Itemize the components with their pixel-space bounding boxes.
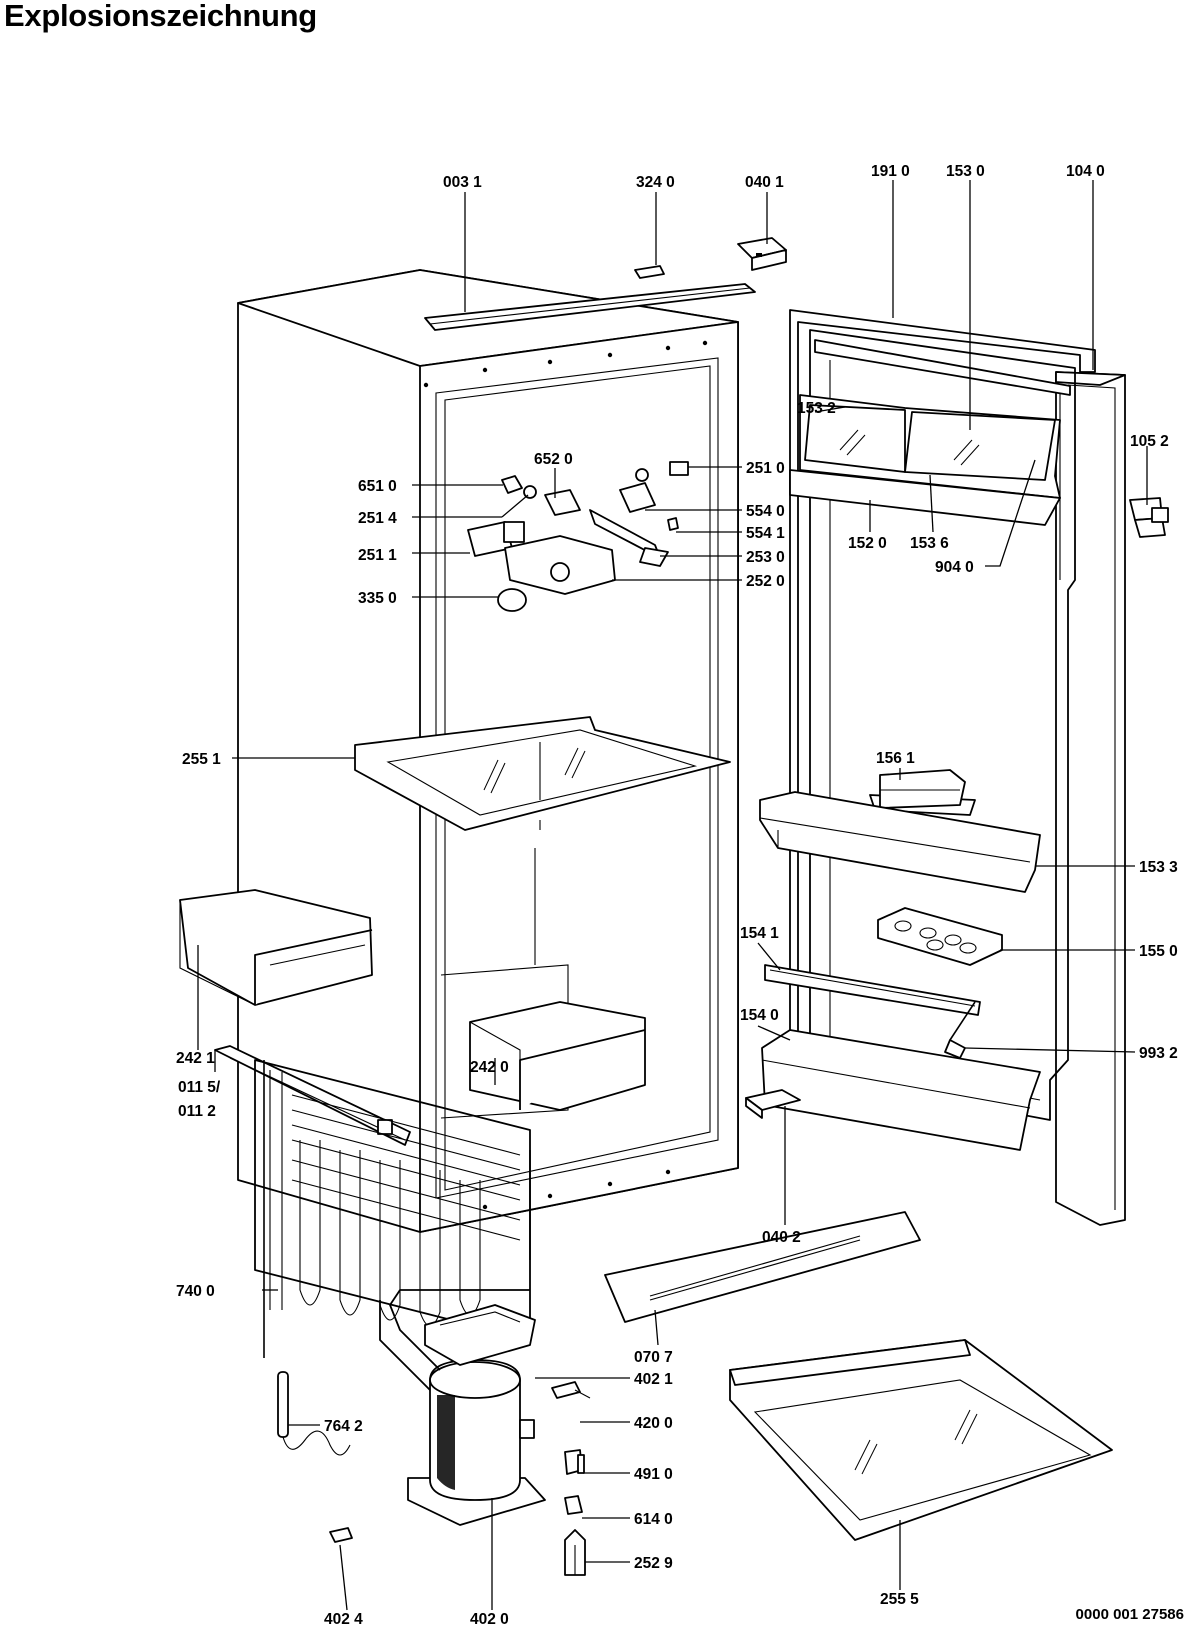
top-clip [634,265,665,279]
part-label: 904 0 [935,559,974,576]
bottle-retainer [764,964,981,1016]
drier-capillary [277,1371,351,1456]
part-label: 324 0 [636,174,675,191]
vegetable-drawer-right [469,1001,646,1111]
part-label: 070 7 [634,1349,673,1366]
part-label: 152 0 [848,535,887,552]
part-label: 420 0 [634,1415,673,1432]
part-label: 154 0 [740,1007,779,1024]
compressor-bracket [424,1304,536,1366]
part-label: 251 4 [358,510,397,527]
part-label: 614 0 [634,1511,673,1528]
part-label: 155 0 [1139,943,1178,960]
part-label: 040 2 [762,1229,801,1246]
hinge-top [737,237,787,271]
part-label: 242 1 [176,1050,215,1067]
clip-402-4 [329,1527,353,1543]
part-label: 156 1 [876,750,915,767]
part-label: 554 0 [746,503,785,520]
part-label: 153 6 [910,535,949,552]
part-label: 491 0 [634,1466,673,1483]
part-label: 003 1 [443,174,482,191]
glass-shelf-lower [729,1339,1113,1541]
part-label: 402 1 [634,1371,673,1388]
thermostat-assembly [467,461,689,612]
part-label: 104 0 [1066,163,1105,180]
compressor [379,1289,546,1526]
relay-420 [551,1381,591,1399]
part-label: 335 0 [358,590,397,607]
part-label: 402 4 [324,1611,363,1628]
document-number: 0000 001 27586 [1075,1606,1184,1623]
part-label: 651 0 [358,478,397,495]
part-label: 740 0 [176,1283,215,1300]
grommet-614 [564,1495,583,1515]
part-label: 251 0 [746,460,785,477]
glass-shelf-upper [354,716,731,831]
part-labels: 003 1 324 0 040 1 191 0 153 0 104 0 153 … [176,163,1178,1628]
door-shelf-upper [759,791,1041,893]
part-label: 652 0 [534,451,573,468]
part-label: 255 1 [182,751,221,768]
part-label: 251 1 [358,547,397,564]
clip-252-9 [564,1529,586,1576]
part-label: 191 0 [871,163,910,180]
vegetable-drawer-left [179,889,373,1006]
part-label: 554 1 [746,525,785,542]
part-label: 011 2 [178,1103,216,1120]
condenser [254,1059,531,1358]
part-label: 252 9 [634,1555,673,1572]
part-label: 153 3 [1139,859,1178,876]
part-label: 252 0 [746,573,785,590]
part-label: 040 1 [745,174,784,191]
cover-491 [564,1449,585,1475]
door-compartment [789,339,1071,526]
part-label: 242 0 [470,1059,509,1076]
door [789,309,1126,1226]
part-label: 105 2 [1130,433,1169,450]
part-label: 011 5/ [178,1079,221,1096]
part-label: 153 2 [797,400,836,417]
part-label: 255 5 [880,1591,919,1608]
leader-lines [197,180,1148,1611]
part-label: 402 0 [470,1611,509,1628]
diagram-title: Explosionszeichnung [4,0,317,33]
hinge-side [1129,497,1169,538]
hinge-bottom [745,1089,801,1119]
bottle-holder-fastener [944,1001,976,1059]
part-label: 153 0 [946,163,985,180]
ventilation-grille [604,1211,921,1323]
part-label: 764 2 [324,1418,363,1435]
part-label: 154 1 [740,925,779,942]
part-label: 993 2 [1139,1045,1178,1062]
door-shelf-lower [761,1029,1041,1151]
part-label: 253 0 [746,549,785,566]
egg-tray [877,907,1003,966]
